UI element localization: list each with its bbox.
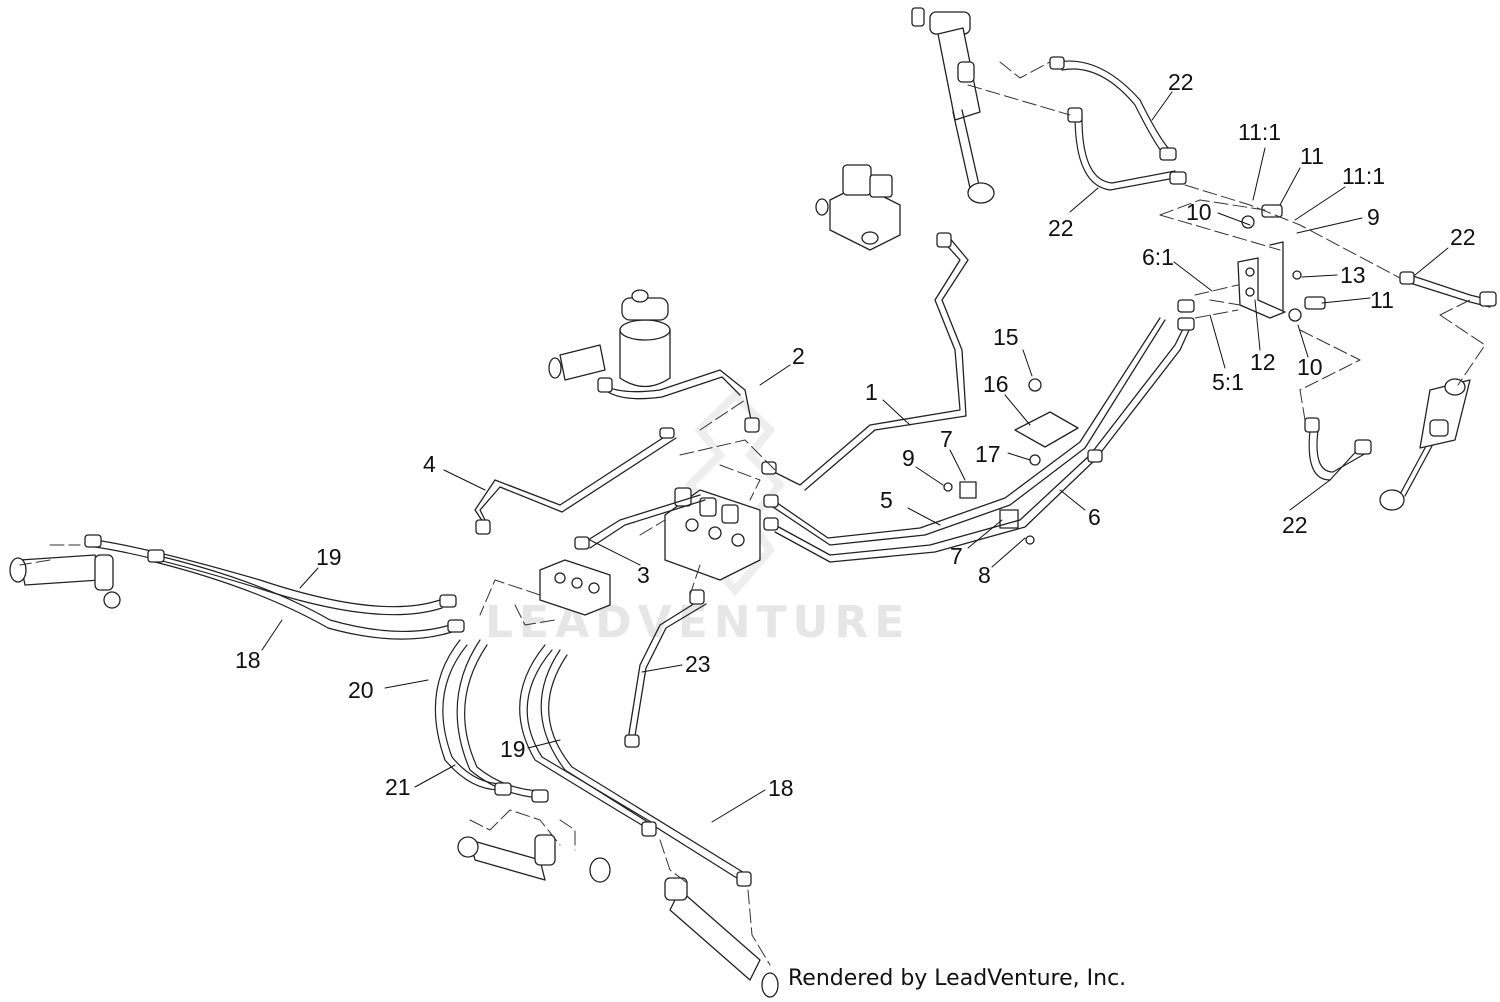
callout-5: 5 bbox=[880, 487, 893, 513]
callout-11: 11 bbox=[1300, 143, 1324, 169]
callout-21: 21 bbox=[385, 774, 411, 800]
callout-22: 22 bbox=[1282, 512, 1308, 538]
callout-19: 19 bbox=[316, 544, 342, 570]
hydraulic-filter bbox=[548, 289, 671, 388]
reference-lines bbox=[19, 61, 1486, 966]
swivel-fittings bbox=[1241, 204, 1326, 322]
callout-7: 7 bbox=[940, 426, 953, 452]
hydraulic-tubes bbox=[474, 235, 1191, 743]
callout-9: 9 bbox=[902, 445, 915, 471]
callout-19: 19 bbox=[500, 736, 526, 762]
callout-22: 22 bbox=[1048, 215, 1074, 241]
callout-16: 16 bbox=[983, 371, 1009, 397]
upper-lift-cylinder bbox=[911, 7, 995, 204]
callout-10: 10 bbox=[1297, 354, 1323, 380]
mounting-bracket bbox=[1237, 241, 1286, 319]
callout-17: 17 bbox=[975, 441, 1001, 467]
callout-2: 2 bbox=[792, 343, 805, 369]
callout-22: 22 bbox=[1168, 69, 1194, 95]
callout-labels: 22 22 22 22 11:1 11 11:1 10 9 6:1 13 11 … bbox=[235, 69, 1476, 801]
callout-15: 15 bbox=[993, 324, 1019, 350]
clamp-plate bbox=[1014, 378, 1079, 466]
left-manifold bbox=[539, 559, 611, 616]
callout-10: 10 bbox=[1186, 199, 1212, 225]
render-credit: Rendered by LeadVenture, Inc. bbox=[788, 966, 1127, 991]
tube-clamps bbox=[943, 481, 1035, 545]
callout-6: 6 bbox=[1088, 504, 1101, 530]
callout-7: 7 bbox=[950, 543, 963, 569]
callout-18: 18 bbox=[768, 775, 794, 801]
callout-23: 23 bbox=[685, 651, 711, 677]
hydraulic-hoses bbox=[94, 60, 1491, 881]
callout-18: 18 bbox=[235, 647, 261, 673]
watermark-text: LEADVENTURE bbox=[485, 597, 910, 648]
callout-13: 13 bbox=[1340, 262, 1366, 288]
right-lift-cylinder bbox=[1379, 378, 1471, 511]
callout-1: 1 bbox=[865, 379, 878, 405]
far-left-cylinder bbox=[9, 554, 121, 609]
steering-valve bbox=[815, 164, 901, 251]
callout-11: 11 bbox=[1370, 287, 1394, 313]
callout-8: 8 bbox=[978, 562, 991, 588]
callout-12: 12 bbox=[1250, 349, 1276, 375]
callout-5-1: 5:1 bbox=[1212, 369, 1244, 395]
leader-lines bbox=[261, 91, 1449, 823]
callout-22: 22 bbox=[1450, 224, 1476, 250]
hose-fittings bbox=[84, 56, 1497, 887]
callout-11-1: 11:1 bbox=[1342, 163, 1385, 189]
callout-20: 20 bbox=[348, 677, 374, 703]
callout-11-1: 11:1 bbox=[1238, 119, 1281, 145]
lower-center-cylinder bbox=[664, 877, 779, 998]
lower-left-cylinder bbox=[457, 834, 611, 883]
callout-4: 4 bbox=[423, 451, 436, 477]
callout-9: 9 bbox=[1367, 204, 1380, 230]
callout-3: 3 bbox=[637, 562, 650, 588]
callout-6-1: 6:1 bbox=[1142, 244, 1174, 270]
